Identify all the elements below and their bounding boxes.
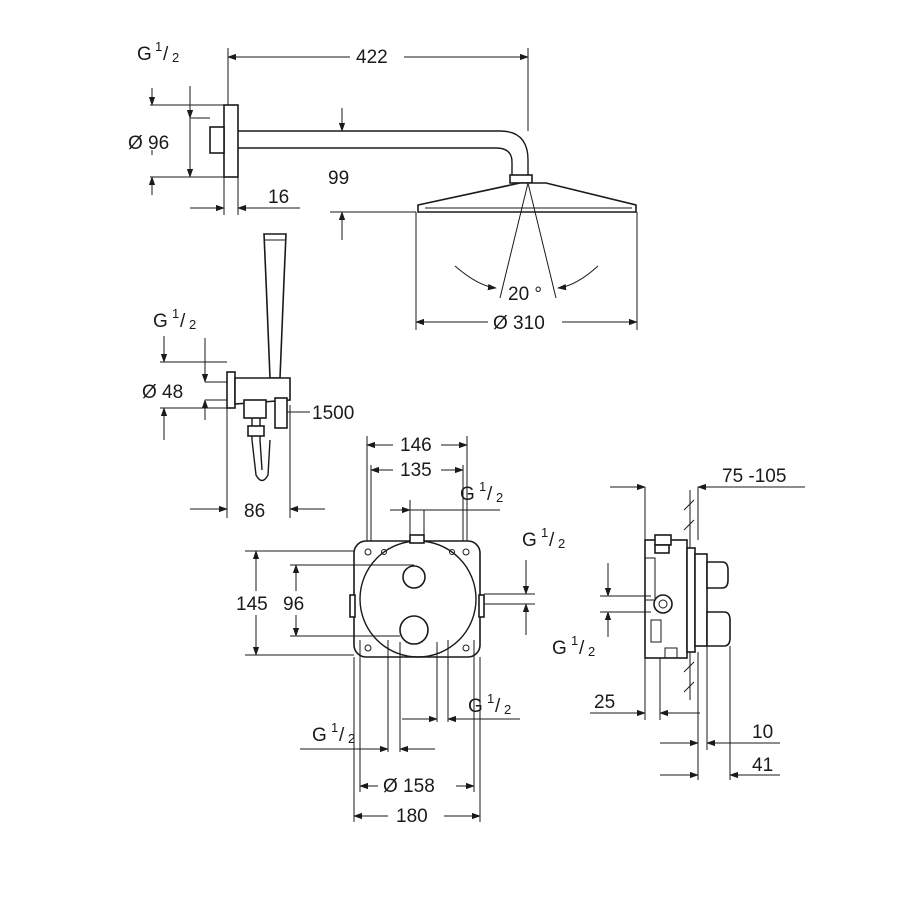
hand-shower-handle: [263, 233, 287, 379]
hose: [251, 418, 271, 482]
svg-text:1: 1: [479, 479, 486, 494]
svg-text:G: G: [153, 311, 168, 332]
valve-front-view: [232, 434, 535, 827]
svg-text:G: G: [522, 530, 537, 551]
svg-text:1: 1: [155, 39, 162, 54]
wall-outlet-flange: [226, 371, 236, 409]
dim-cover-diameter: Ø 158: [383, 776, 435, 797]
side-knob-bottom: [706, 611, 731, 647]
dim-tilt-angle: 20 °: [508, 284, 542, 305]
dim-wall-flange-diameter: Ø 96: [128, 133, 169, 154]
svg-text:1: 1: [571, 633, 578, 648]
wall-flange-stub: [209, 126, 225, 154]
dimension-labels: 422 G 1 / 2 Ø 96 16 99 20 ° Ø 310 G 1 / …: [128, 39, 786, 827]
side-knob-top: [706, 561, 729, 589]
svg-text:G: G: [460, 484, 475, 505]
shower-head-view: [148, 44, 638, 334]
svg-text:2: 2: [558, 536, 565, 551]
dim-135: 135: [400, 460, 432, 481]
dim-86: 86: [244, 501, 265, 522]
dim-96: 96: [283, 594, 304, 615]
dim-145: 145: [236, 594, 268, 615]
dim-99: 99: [328, 168, 349, 189]
svg-text:G: G: [137, 44, 152, 65]
side-inlet: [653, 594, 673, 614]
shower-head-body: [417, 182, 637, 213]
svg-text:2: 2: [189, 317, 196, 332]
dim-1500: 1500: [312, 403, 354, 424]
dim-146: 146: [400, 435, 432, 456]
svg-text:G: G: [312, 725, 327, 746]
svg-text:/: /: [487, 484, 493, 505]
hand-shower-view: [160, 233, 325, 518]
thread-label-valve-bottom-left: G 1 / 2: [312, 720, 355, 746]
dim-10: 10: [752, 722, 773, 743]
svg-text:1: 1: [487, 691, 494, 706]
svg-text:2: 2: [588, 644, 595, 659]
thread-label-valve-bottom-right: G 1 / 2: [468, 691, 511, 717]
svg-text:G: G: [468, 696, 483, 717]
dim-hand-flange-diameter: Ø 48: [142, 382, 183, 403]
valve-side-view: [590, 483, 805, 780]
svg-text:1: 1: [172, 306, 179, 321]
thermostat-knob: [399, 615, 429, 645]
dim-16: 16: [268, 187, 289, 208]
thread-label-valve-right: G 1 / 2: [522, 525, 565, 551]
svg-text:2: 2: [172, 50, 179, 65]
svg-text:/: /: [495, 696, 501, 717]
svg-text:1: 1: [331, 720, 338, 735]
dim-41: 41: [752, 755, 773, 776]
thread-label-head: G 1 / 2: [137, 39, 179, 65]
svg-text:/: /: [579, 638, 585, 659]
thread-label-side: G 1 / 2: [552, 633, 595, 659]
thread-label-valve-top: G 1 / 2: [460, 479, 503, 505]
wall-flange: [223, 104, 239, 178]
svg-text:G: G: [552, 638, 567, 659]
dim-head-diameter: Ø 310: [493, 313, 545, 334]
diverter-knob: [402, 565, 426, 589]
thread-label-hand: G 1 / 2: [153, 306, 196, 332]
dim-422: 422: [356, 47, 388, 68]
svg-text:2: 2: [348, 731, 355, 746]
svg-text:1: 1: [541, 525, 548, 540]
dim-180: 180: [396, 806, 428, 827]
svg-text:/: /: [180, 311, 186, 332]
svg-text:/: /: [339, 725, 345, 746]
dim-25: 25: [594, 692, 615, 713]
svg-text:/: /: [163, 44, 169, 65]
svg-text:2: 2: [504, 702, 511, 717]
head-connector: [509, 174, 533, 184]
shower-arm: [238, 130, 529, 177]
dim-75-105: 75 -105: [722, 466, 786, 487]
svg-text:/: /: [549, 530, 555, 551]
svg-text:2: 2: [496, 490, 503, 505]
